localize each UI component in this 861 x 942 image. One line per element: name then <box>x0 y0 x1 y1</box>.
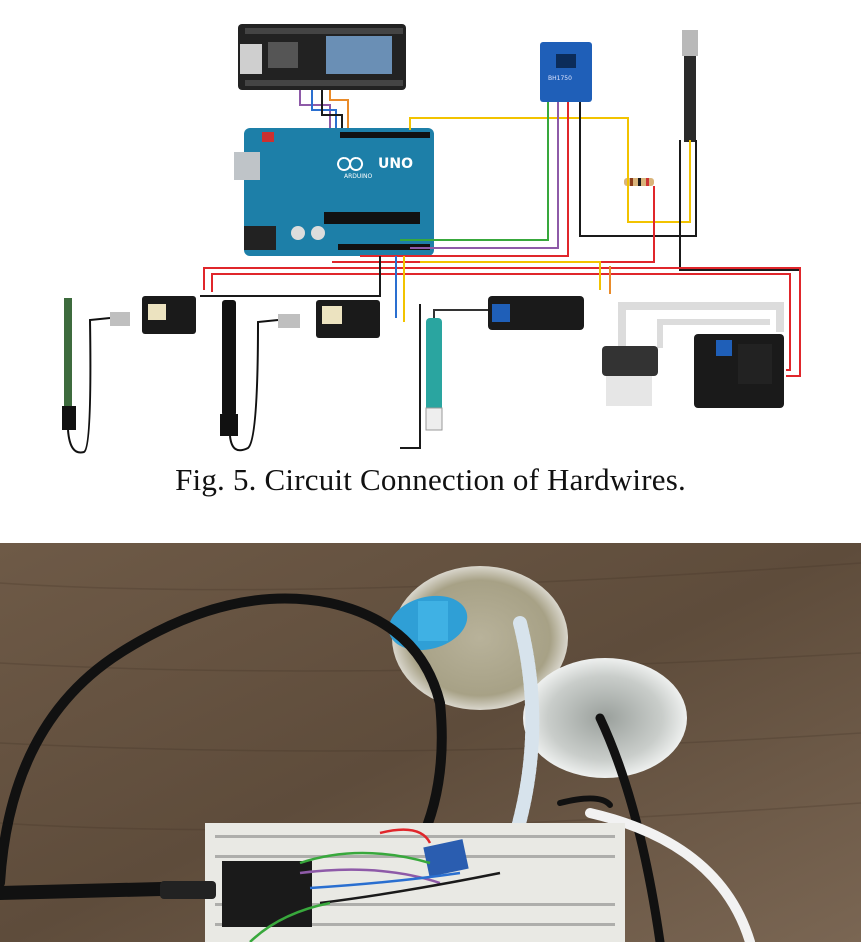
hardware-photo <box>0 543 861 942</box>
jumper-wires <box>249 828 501 942</box>
light-sensor-label: BH1750 <box>548 75 572 82</box>
ph-probe-left <box>62 296 196 454</box>
ph-probe-middle <box>425 296 584 431</box>
esp-module <box>238 24 406 90</box>
arduino-uno-board: UNO ARDUINO <box>234 128 434 256</box>
circuit-diagram-svg: UNO ARDUINO BH1750 <box>62 24 801 454</box>
esp-module-photo <box>160 861 312 927</box>
turbidity-sensor <box>602 302 784 408</box>
figure-caption: Fig. 5. Circuit Connection of Hardwires. <box>175 462 686 497</box>
light-sensor-photo <box>423 839 469 877</box>
sensor-wires <box>200 102 801 449</box>
breadboard-holes <box>215 835 615 926</box>
turbidity-sensor-blue <box>388 595 468 651</box>
esp-wires <box>299 90 349 135</box>
sample-cup-clear <box>523 658 687 778</box>
temperature-probe <box>682 30 698 142</box>
tds-probe <box>220 300 380 452</box>
board-brand-text: ARDUINO <box>344 173 373 180</box>
light-sensor-module: BH1750 <box>540 42 592 102</box>
hardware-photo-svg <box>0 543 861 942</box>
board-logo-text: UNO <box>378 156 413 172</box>
resistor <box>624 178 654 186</box>
circuit-diagram: UNO ARDUINO BH1750 <box>0 0 861 460</box>
